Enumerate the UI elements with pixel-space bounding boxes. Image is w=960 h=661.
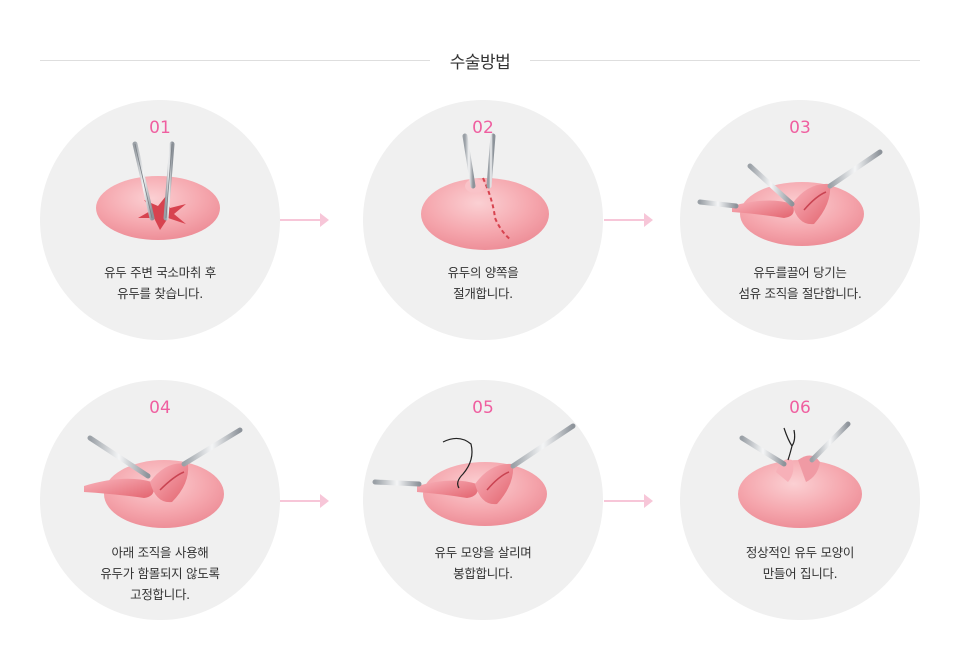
section-title: 수술방법 — [449, 53, 511, 73]
step-number: 05 — [472, 398, 494, 418]
caption-line: 만들어 집니다. — [762, 566, 838, 581]
result-illustration — [738, 421, 862, 528]
header-divider-right — [530, 60, 920, 61]
caption-line: 절개합니다. — [453, 286, 513, 301]
tissue-fixation-illustration — [84, 427, 243, 528]
incision-illustration — [421, 133, 549, 250]
step-01: 01 유두 주변 국소마취 후 유두를 찾습니다. — [40, 100, 280, 340]
arrow-icon — [604, 494, 653, 508]
step-04: 04 아래 조직을 사용해 유두가 함몰되지 않도록 고정합니다. — [40, 380, 280, 620]
step-caption: 정상적인 유두 모양이 만들어 집니다. — [690, 542, 910, 584]
step-05: 05 유두 모양을 살리며 봉합합니다. — [363, 380, 603, 620]
step-number: 03 — [789, 118, 811, 138]
arrow-icon — [280, 494, 329, 508]
local-anesthesia-illustration — [96, 141, 220, 240]
caption-line: 봉합합니다. — [453, 566, 513, 581]
header-divider-left — [40, 60, 430, 61]
caption-line: 섬유 조직을 절단합니다. — [738, 286, 862, 301]
suturing-illustration — [372, 423, 576, 526]
caption-line: 유두를끌어 당기는 — [753, 265, 847, 280]
step-caption: 유두 모양을 살리며 봉합합니다. — [373, 542, 593, 584]
caption-line: 고정합니다. — [130, 587, 190, 602]
caption-line: 유두를 찾습니다. — [117, 286, 203, 301]
step-number: 04 — [149, 398, 171, 418]
step-06: 06 정상적인 유두 모양이 만들어 집니다. — [680, 380, 920, 620]
caption-line: 유두 주변 국소마취 후 — [104, 265, 216, 280]
step-number: 02 — [472, 118, 494, 138]
step-02: 02 유두의 양쪽을 절개합니다. — [363, 100, 603, 340]
caption-line: 정상적인 유두 모양이 — [745, 545, 855, 560]
step-caption: 유두를끌어 당기는 섬유 조직을 절단합니다. — [690, 262, 910, 304]
caption-line: 유두가 함몰되지 않도록 — [100, 566, 220, 581]
step-03: 03 유두를끌어 당기는 섬유 조직을 절단합니다. — [680, 100, 920, 340]
step-number: 01 — [149, 118, 171, 138]
caption-line: 아래 조직을 사용해 — [111, 545, 209, 560]
step-caption: 유두의 양쪽을 절개합니다. — [373, 262, 593, 304]
caption-line: 유두의 양쪽을 — [447, 265, 519, 280]
caption-line: 유두 모양을 살리며 — [434, 545, 532, 560]
arrow-icon — [280, 213, 329, 227]
step-caption: 아래 조직을 사용해 유두가 함몰되지 않도록 고정합니다. — [50, 542, 270, 605]
step-caption: 유두 주변 국소마취 후 유두를 찾습니다. — [50, 262, 270, 304]
arrow-icon — [604, 213, 653, 227]
fiber-tissue-cutting-illustration — [697, 149, 883, 246]
step-number: 06 — [789, 398, 811, 418]
